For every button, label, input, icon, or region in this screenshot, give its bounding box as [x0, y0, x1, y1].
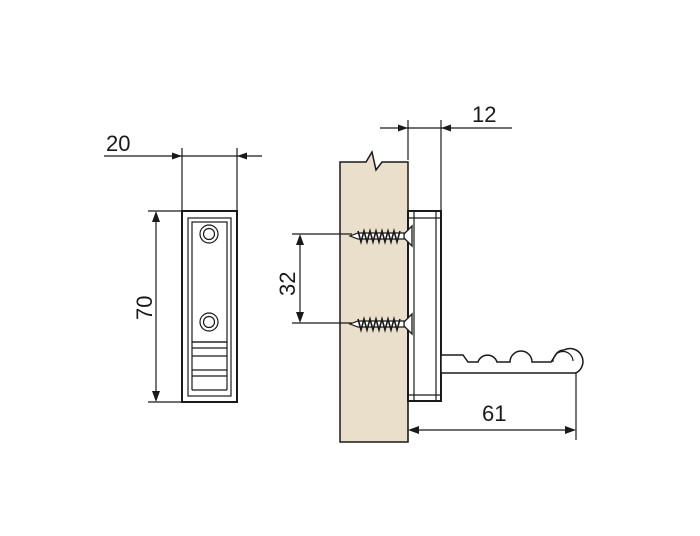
upper-screw-hole	[199, 224, 219, 244]
lower-screw-hole	[199, 312, 219, 332]
height-label: 70	[132, 296, 157, 320]
lower-screw	[348, 312, 413, 336]
depth-label: 12	[472, 102, 496, 127]
width-dimension: 20	[104, 131, 262, 210]
side-view: 12 32	[275, 102, 584, 443]
screw-spacing-label: 32	[275, 272, 300, 296]
height-dimension: 70	[132, 210, 182, 403]
width-label: 20	[106, 131, 130, 156]
catch-front-body	[181, 210, 238, 403]
screw-spacing-dimension: 32	[275, 233, 352, 324]
upper-screw	[348, 224, 413, 248]
projection-label: 61	[482, 401, 506, 426]
front-view: 20 70	[104, 131, 262, 403]
wood-panel	[339, 150, 409, 443]
catch-side-body	[407, 210, 442, 402]
projection-dimension: 61	[407, 372, 577, 440]
depth-dimension: 12	[380, 102, 512, 210]
striker-plate	[440, 347, 584, 374]
